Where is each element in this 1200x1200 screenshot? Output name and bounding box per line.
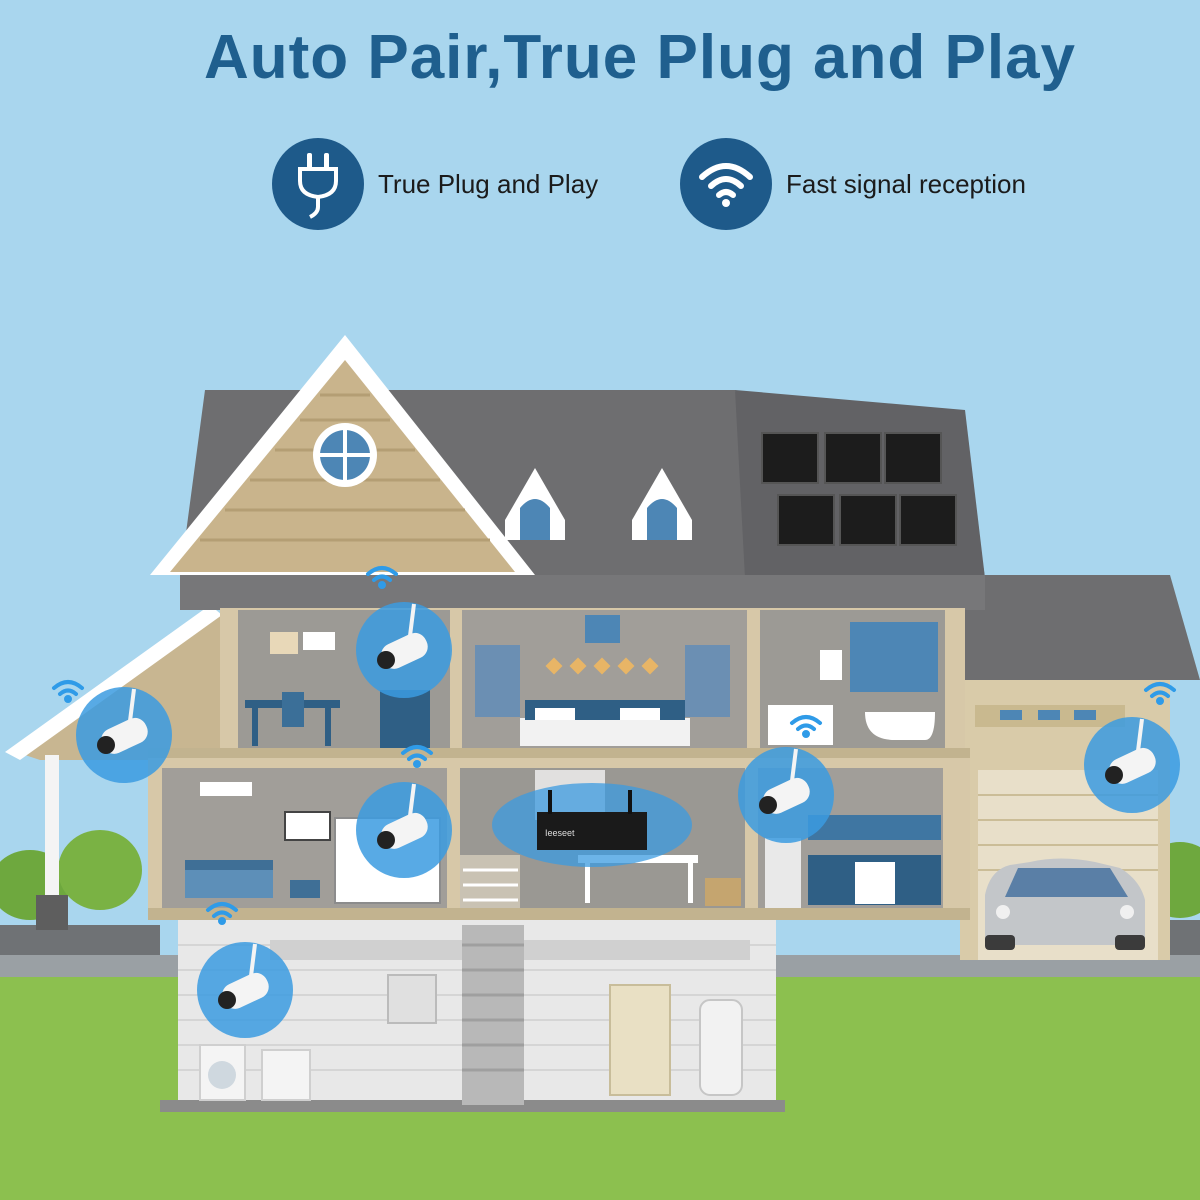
wifi-signals — [52, 566, 1176, 925]
feature-signal-reception: Fast signal reception — [680, 138, 1026, 230]
nvr-recorder — [492, 783, 692, 867]
wifi-signal-icon — [790, 715, 822, 738]
camera-left — [76, 687, 172, 783]
wifi-signal-icon — [366, 566, 398, 589]
feature-plug-and-play: True Plug and Play — [272, 138, 598, 230]
wifi-signal-icon — [401, 745, 433, 768]
camera-garage — [1084, 717, 1180, 813]
porch — [5, 605, 230, 930]
camera-upper — [356, 602, 452, 698]
security-cameras — [76, 602, 1180, 1038]
wifi-icon — [680, 138, 772, 230]
nvr-brand-label: Ieeseet — [545, 828, 575, 838]
camera-basement — [197, 942, 293, 1038]
wifi-signal-icon — [52, 680, 84, 703]
page-title: Auto Pair,True Plug and Play — [203, 23, 1077, 92]
feature-label: True Plug and Play — [378, 168, 599, 199]
camera-kitchen — [738, 747, 834, 843]
gable — [150, 335, 692, 575]
feature-label: Fast signal reception — [786, 168, 1026, 199]
plug-icon — [272, 138, 364, 230]
solar-panels — [761, 432, 957, 546]
wifi-signal-icon — [206, 902, 238, 925]
wifi-signal-icon — [1144, 682, 1176, 705]
camera-middle — [356, 782, 452, 878]
